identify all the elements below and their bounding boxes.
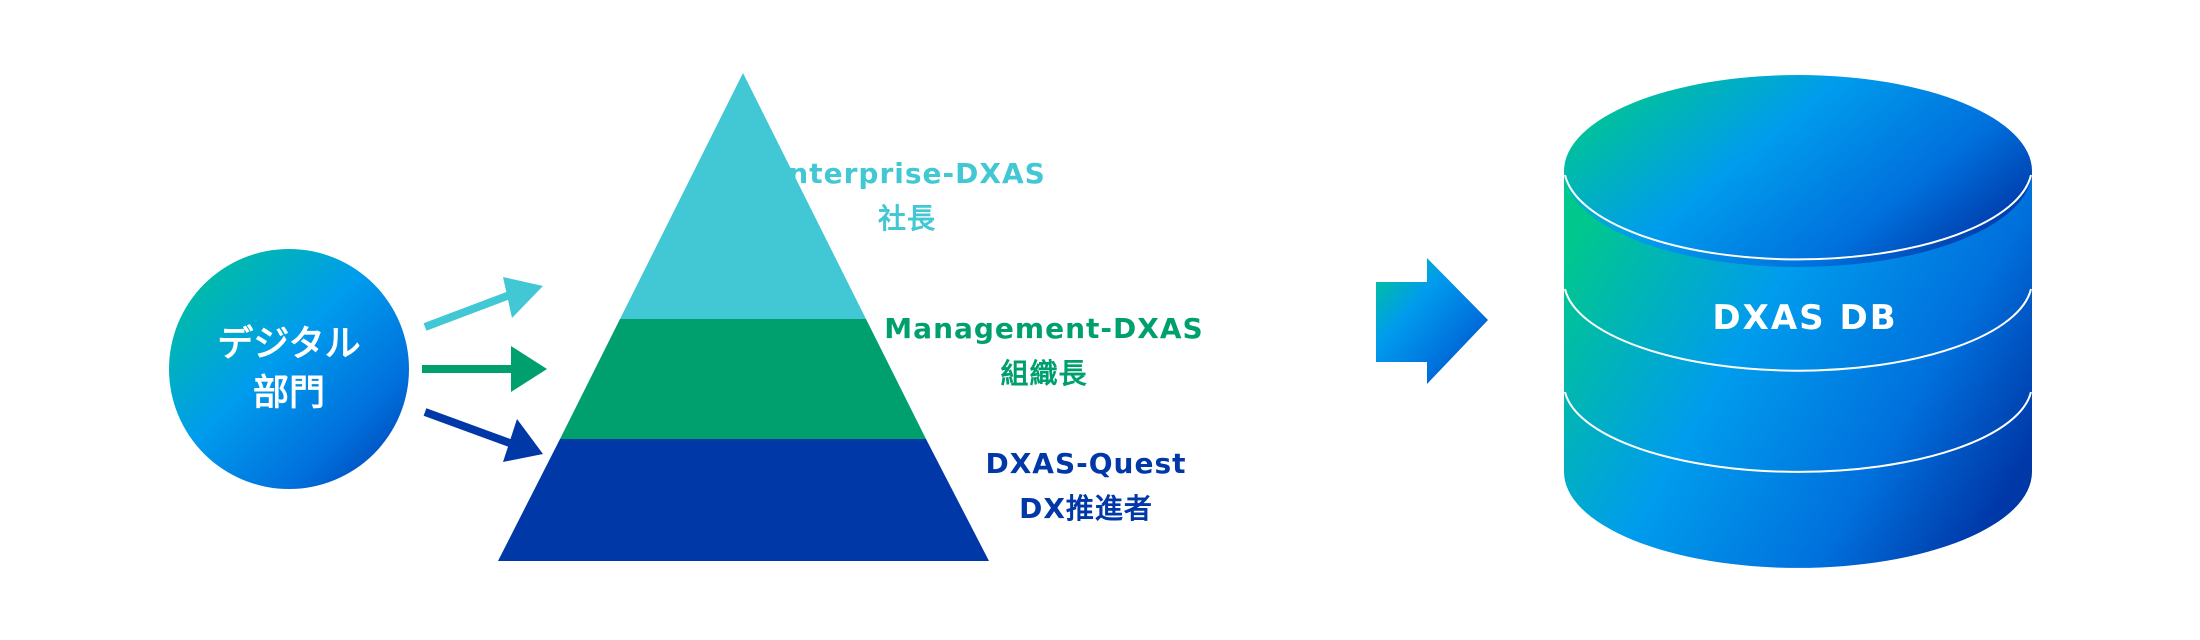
database-label: DXAS DB bbox=[1712, 298, 1898, 338]
management-title: Management-DXAS bbox=[884, 312, 1204, 345]
pyramid-tier-quest bbox=[498, 439, 989, 561]
enterprise-title: Enterprise-DXAS bbox=[768, 157, 1046, 190]
database-cylinder bbox=[1564, 75, 2032, 568]
management-label: Management-DXAS 組織長 bbox=[884, 307, 1203, 397]
digital-department-circle bbox=[169, 249, 409, 489]
quest-label: DXAS-Quest DX推進者 bbox=[985, 442, 1186, 532]
digital-department-label: デジタル 部門 bbox=[217, 320, 360, 417]
arrow-to-management bbox=[422, 346, 547, 392]
arrow-to-enterprise bbox=[423, 277, 543, 331]
enterprise-label: Enterprise-DXAS 社長 bbox=[768, 152, 1046, 242]
big-arrow-to-db bbox=[1376, 258, 1488, 384]
management-role: 組織長 bbox=[1000, 356, 1088, 390]
enterprise-role: 社長 bbox=[877, 201, 937, 235]
digital-department-line1: デジタル bbox=[217, 323, 361, 365]
digital-department-line2: 部門 bbox=[252, 372, 325, 413]
quest-title: DXAS-Quest bbox=[985, 447, 1187, 480]
pyramid-tier-enterprise bbox=[620, 73, 866, 319]
arrow-to-quest bbox=[423, 408, 543, 462]
quest-role: DX推進者 bbox=[1019, 491, 1153, 525]
pyramid-tier-management bbox=[560, 319, 926, 439]
